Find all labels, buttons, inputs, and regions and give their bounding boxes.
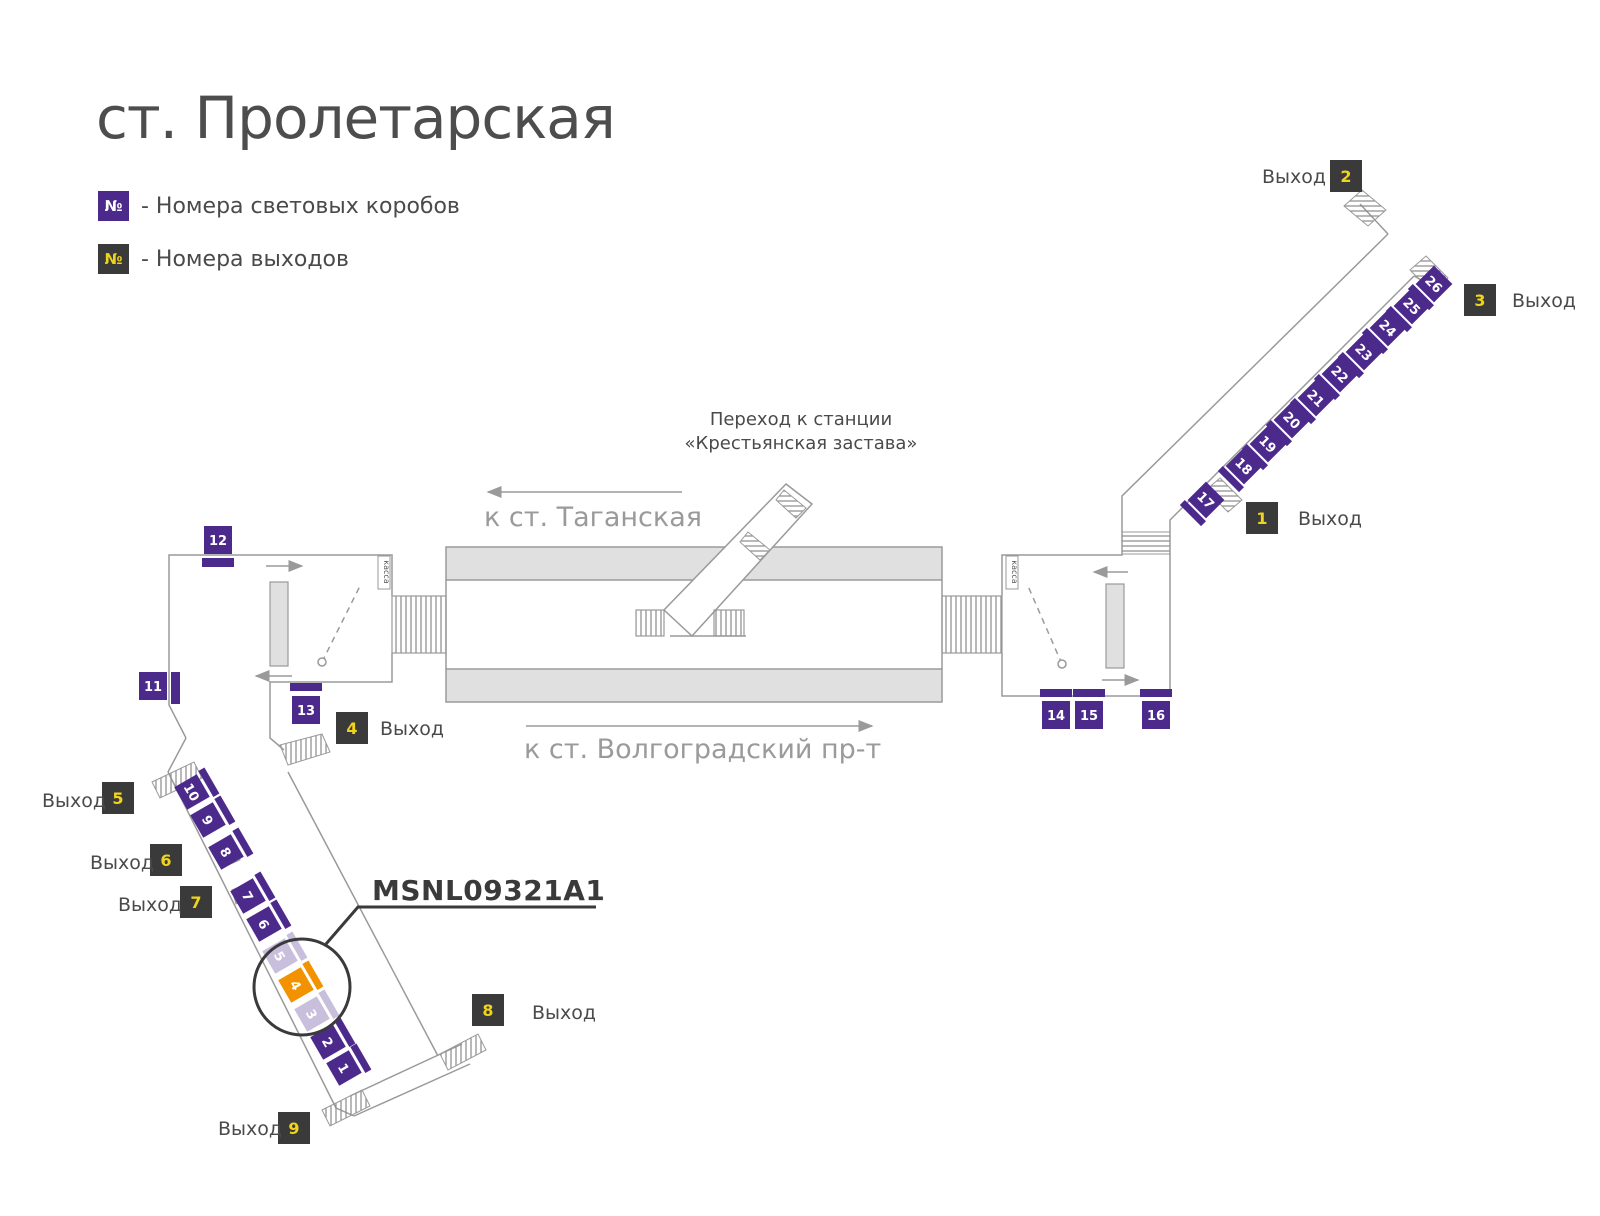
transfer-line-2: «Крестьянская застава» [684,433,918,454]
highlight-circle [252,937,352,1037]
track-south [445,668,943,703]
lightbox-7[interactable]: 7 [229,871,276,916]
lightbox-4[interactable]: 4 [277,960,324,1005]
exit-2-label: Выход [1262,166,1327,188]
lightbox-10[interactable]: 10 [173,767,220,812]
lightbox-number: 12 [209,534,227,549]
exit-badge-5[interactable]: 5 [102,782,134,814]
lightbox-number: 14 [1047,709,1065,724]
exit-badge-3[interactable]: 3 [1464,284,1496,316]
exit-5-label: Выход [42,790,107,812]
stairs-exit-8 [439,1033,487,1071]
page-title: ст. Пролетарская [96,84,616,152]
stairs-platform-east [941,595,1003,654]
direction-east: к ст. Волгоградский пр-т [524,734,882,765]
lightbox-16[interactable]: 16 [1140,689,1172,729]
lightbox-number: 15 [1080,709,1098,724]
west-vestibule [167,554,471,1117]
callout-line [324,905,596,945]
exit-badge-8[interactable]: 8 [472,994,504,1026]
platform [391,482,1003,703]
exit-number: 7 [190,893,201,912]
exit-number: 8 [482,1001,493,1020]
exit-badge-2[interactable]: 2 [1330,160,1362,192]
stairs-east-up [1121,531,1171,555]
lightbox-number: 11 [144,680,162,695]
lightbox-12[interactable]: 12 [202,526,234,567]
exit-number: 6 [160,851,171,870]
east-vestibule [1001,203,1441,697]
ticket-office-label: касса [1010,560,1019,584]
west-turnstile-line [321,585,361,663]
legend-exit-swatch: № [98,244,129,274]
exit-number: 5 [112,789,123,808]
exit-4-label: Выход [380,718,445,740]
exit-badge-7[interactable]: 7 [180,886,212,918]
stairs-exit-4 [279,733,331,766]
exit-number: 9 [288,1119,299,1138]
exit-badge-1[interactable]: 1 [1246,502,1278,534]
exit-number: 1 [1256,509,1267,528]
east-booth [1105,583,1125,669]
lightbox-14[interactable]: 14 [1040,689,1072,729]
lightbox-8[interactable]: 8 [207,827,254,872]
exit-number: 2 [1340,167,1351,186]
exit-3-label: Выход [1512,290,1577,312]
exit-7-label: Выход [118,894,183,916]
lightbox-26[interactable]: 26 [1407,264,1454,311]
lightbox-11[interactable]: 11 [139,672,180,704]
lightbox-15[interactable]: 15 [1073,689,1105,729]
lightbox-number: 16 [1147,709,1165,724]
ticket-office-east [1005,555,1019,590]
legend-exit-text: - Номера выходов [141,246,349,272]
lightbox-20[interactable]: 20 [1265,400,1312,447]
exit-badge-9[interactable]: 9 [278,1112,310,1144]
exit-1-label: Выход [1298,508,1363,530]
legend-lightbox-swatch: № [98,191,129,221]
direction-west: к ст. Таганская [484,502,702,533]
exit-number: 3 [1474,291,1485,310]
legend-exit: № - Номера выходов [98,244,349,274]
stairs-platform-west [391,595,447,654]
ticket-office-west [377,555,391,590]
exit-badge-4[interactable]: 4 [336,712,368,744]
stairs-exit-2 [1343,189,1387,227]
lightbox-1[interactable]: 1 [325,1043,372,1088]
exit-8-label: Выход [532,1002,597,1024]
west-booth [269,581,289,667]
legend-lightbox-text: - Номера световых коробов [141,193,460,219]
stairs-exit-9 [321,1089,371,1127]
track-north [445,546,943,581]
exit-6-label: Выход [90,852,155,874]
lightbox-13[interactable]: 13 [290,683,322,724]
exit-9-label: Выход [218,1118,283,1140]
transfer-line-1: Переход к станции [709,409,893,430]
east-turnstile-line [1027,585,1063,665]
lightbox-9[interactable]: 9 [189,795,236,840]
highlight-code: MSNL09321A1 [372,874,606,907]
stairs-exit-1 [1205,477,1243,513]
lightbox-number: 13 [297,704,315,719]
lightbox-3[interactable]: 3 [293,989,340,1034]
legend-lightbox: № - Номера световых коробов [98,191,460,221]
transfer-label: Переход к станции «Крестьянская застава» [676,408,926,456]
transfer-passage [635,482,814,638]
stairs-exit-5 [151,761,203,799]
ticket-office-label: касса [382,560,391,584]
lightbox-17[interactable]: 17 [1179,480,1226,527]
exit-number: 4 [346,719,357,738]
lightbox-6[interactable]: 6 [245,899,292,944]
exit-badge-6[interactable]: 6 [150,844,182,876]
